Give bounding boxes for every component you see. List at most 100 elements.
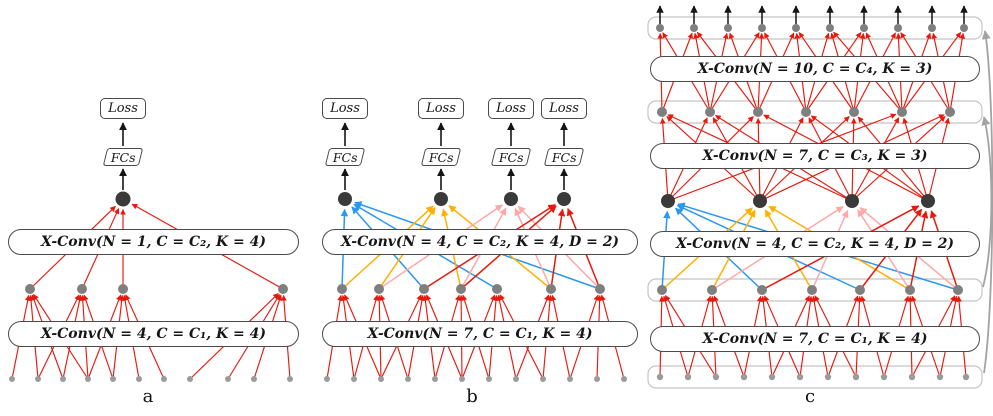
point-dot — [459, 376, 465, 382]
fcs-label: FCs — [551, 149, 577, 165]
point-dot — [115, 191, 131, 207]
loss-box-a: Loss — [100, 98, 146, 119]
point-dot — [928, 24, 936, 32]
point-dot — [705, 107, 715, 117]
point-dot — [85, 376, 91, 382]
point-dot — [921, 194, 935, 208]
point-dot — [826, 24, 834, 32]
point-dot — [860, 24, 868, 32]
panel-caption-c: c — [804, 386, 816, 407]
point-dot — [824, 373, 832, 381]
point-dot — [905, 285, 915, 295]
point-dot — [278, 284, 288, 294]
point-dot — [880, 373, 888, 381]
point-dot — [852, 373, 860, 381]
point-dot — [374, 284, 384, 294]
xconv-box-c-level4: X-Conv(N = 10, C = C₄, K = 3) — [650, 56, 980, 82]
point-dot — [849, 107, 859, 117]
point-dot — [757, 285, 767, 295]
point-dot — [792, 24, 800, 32]
fcs-label: FCs — [332, 149, 358, 165]
point-dot — [456, 284, 466, 294]
point-dot — [724, 24, 732, 32]
xconv-box-a-level2: X-Conv(N = 1, C = C₂, K = 4) — [8, 229, 299, 255]
point-dot — [657, 107, 667, 117]
xconv-box-b-level1: X-Conv(N = 7, C = C₁, K = 4) — [322, 321, 638, 347]
panel-caption-b: b — [466, 386, 478, 407]
xconv-box-c-level2: X-Conv(N = 4, C = C₂, K = 4, D = 2) — [650, 231, 980, 257]
point-dot — [908, 373, 916, 381]
point-dot — [251, 376, 257, 382]
point-dot — [378, 376, 384, 382]
point-dot — [753, 107, 763, 117]
point-dot — [684, 373, 692, 381]
point-dot — [894, 24, 902, 32]
loss-box-b2: Loss — [418, 98, 464, 119]
point-dot — [962, 373, 970, 381]
point-dot — [35, 376, 41, 382]
point-dot — [656, 373, 664, 381]
point-dot — [136, 376, 142, 382]
point-dot — [768, 373, 776, 381]
point-dot — [656, 24, 664, 32]
point-dot — [855, 285, 865, 295]
point-dot — [540, 376, 546, 382]
point-dot — [546, 284, 556, 294]
point-dot — [740, 373, 748, 381]
point-dot — [513, 376, 519, 382]
point-dot — [504, 192, 518, 206]
fcs-box-b4: FCs — [543, 148, 585, 166]
point-dot — [110, 376, 116, 382]
point-dot — [595, 284, 605, 294]
point-dot — [405, 376, 411, 382]
fcs-box-b2: FCs — [420, 148, 462, 166]
point-dot — [690, 24, 698, 32]
point-dot — [594, 376, 600, 382]
point-dot — [118, 284, 128, 294]
point-set-outline — [647, 365, 983, 389]
point-dot — [801, 107, 811, 117]
point-dot — [77, 284, 87, 294]
fcs-label: FCs — [110, 149, 136, 165]
point-dot — [161, 376, 167, 382]
xconv-box-a-level1: X-Conv(N = 4, C = C₁, K = 4) — [8, 321, 299, 347]
loss-box-b4: Loss — [541, 98, 587, 119]
xconv-box-b-level2: X-Conv(N = 4, C = C₂, K = 4, D = 2) — [322, 229, 638, 255]
point-dot — [945, 107, 955, 117]
xconv-box-c-level1: X-Conv(N = 7, C = C₁, K = 4) — [650, 326, 980, 352]
fcs-box-a: FCs — [102, 148, 144, 166]
point-dot — [225, 376, 231, 382]
point-dot — [845, 194, 859, 208]
point-dot — [337, 284, 347, 294]
point-dot — [432, 376, 438, 382]
point-dot — [707, 285, 717, 295]
fcs-label: FCs — [498, 149, 524, 165]
point-dot — [486, 376, 492, 382]
point-dot — [657, 285, 667, 295]
point-dot — [60, 376, 66, 382]
point-dot — [9, 376, 15, 382]
fcs-label: FCs — [428, 149, 454, 165]
skip-connection-arrow — [981, 30, 993, 374]
loss-box-b1: Loss — [322, 98, 368, 119]
point-dot — [567, 376, 573, 382]
point-dot — [25, 284, 35, 294]
point-dot — [807, 285, 817, 295]
point-dot — [324, 376, 330, 382]
point-dot — [338, 192, 352, 206]
skip-connection-arrow — [981, 116, 993, 288]
point-dot — [936, 373, 944, 381]
point-dot — [960, 24, 968, 32]
point-dot — [897, 107, 907, 117]
point-dot — [419, 284, 429, 294]
point-dot — [621, 376, 627, 382]
point-dot — [796, 373, 804, 381]
fcs-box-b3: FCs — [490, 148, 532, 166]
point-dot — [492, 284, 502, 294]
point-set-outline — [647, 100, 983, 124]
point-dot — [661, 194, 675, 208]
point-dot — [753, 194, 767, 208]
point-dot — [187, 376, 193, 382]
point-dot — [557, 192, 571, 206]
